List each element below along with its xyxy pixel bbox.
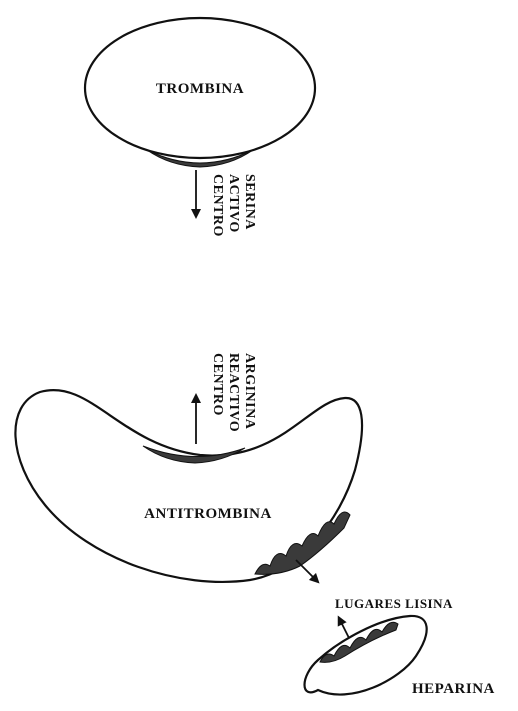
antithrombin-site-label: CENTRO REACTIVO ARGININA <box>210 353 257 432</box>
antithrombin-site-label-line-2: REACTIVO <box>226 353 241 432</box>
antithrombin-heparin-arrow <box>296 560 316 580</box>
thrombin-label: TROMBINA <box>156 81 244 97</box>
antithrombin-site-label-line-1: CENTRO <box>210 353 225 416</box>
thrombin-site-label-line-1: CENTRO <box>210 174 225 237</box>
antithrombin-label: ANTITROMBINA <box>144 506 272 522</box>
heparin-label: HEPARINA <box>412 681 495 697</box>
heparin-group: LUGARES LISINA HEPARINA <box>305 596 495 697</box>
antithrombin-site-label-line-3: ARGININA <box>242 353 257 430</box>
heparin-site-label: LUGARES LISINA <box>335 596 453 611</box>
thrombin-group: TROMBINA CENTRO ACTIVO SERINA <box>85 18 315 237</box>
heparin-body <box>305 616 427 695</box>
thrombin-site-label: CENTRO ACTIVO SERINA <box>210 174 257 237</box>
thrombin-site-label-line-3: SERINA <box>242 174 257 230</box>
thrombin-site-label-line-2: ACTIVO <box>226 174 241 233</box>
antithrombin-group: ANTITROMBINA CENTRO REACTIVO ARGININA <box>15 353 362 582</box>
